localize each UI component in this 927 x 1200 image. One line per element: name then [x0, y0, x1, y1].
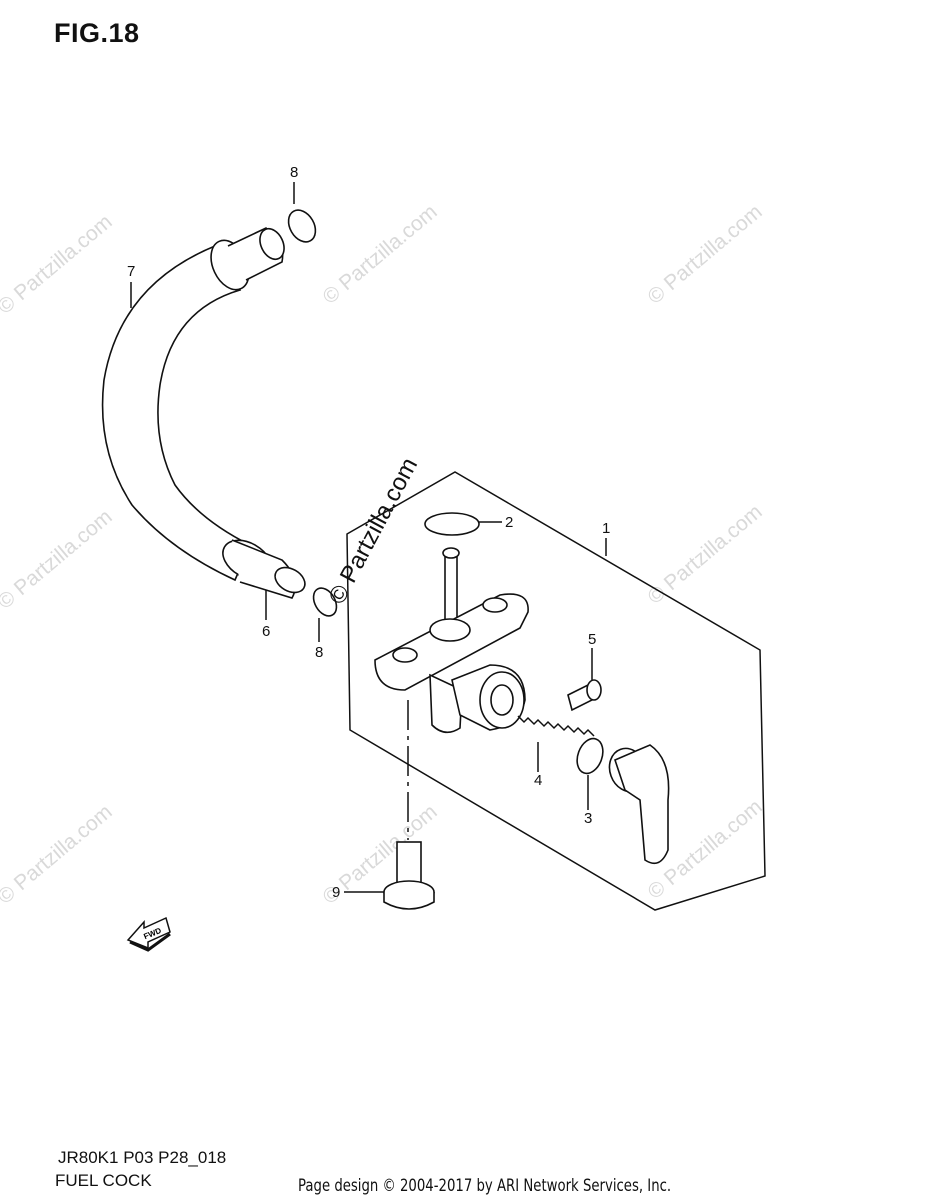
callout-2: 2 — [505, 514, 513, 531]
leader-lines — [130, 182, 607, 893]
footer-copyright: Page design © 2004-2017 by ARI Network S… — [298, 1176, 672, 1196]
screw-part — [567, 679, 602, 712]
fuel-cock-body-part — [374, 593, 529, 734]
fwd-arrow-icon: FWD — [126, 916, 171, 952]
callout-8-upper: 8 — [290, 164, 298, 181]
callout-3: 3 — [584, 810, 592, 827]
watermark: © Partzilla.com — [318, 200, 441, 309]
lever-part — [608, 744, 670, 865]
figure-caption: FUEL COCK — [55, 1171, 152, 1190]
model-code: JR80K1 P03 P28_018 — [58, 1148, 227, 1167]
callout-5: 5 — [588, 631, 596, 648]
callout-8-lower: 8 — [315, 644, 323, 661]
fuel-hose-part — [101, 227, 306, 599]
callout-9: 9 — [332, 884, 340, 901]
watermark: © Partzilla.com — [0, 800, 117, 909]
washer-part — [576, 737, 604, 775]
o-ring-part — [424, 512, 480, 536]
figure-title: FIG.18 — [54, 18, 140, 48]
assembly-outline — [346, 471, 766, 911]
hose-clamp-part — [287, 209, 338, 617]
callout-4: 4 — [534, 772, 542, 789]
watermark: © Partzilla.com — [0, 210, 117, 319]
callout-7: 7 — [127, 263, 135, 280]
watermark-main: © Partzilla.com — [323, 453, 423, 608]
watermark: © Partzilla.com — [0, 505, 117, 614]
parts-diagram: © Partzilla.com © Partzilla.com © Partzi… — [0, 164, 767, 952]
spring-part — [517, 715, 595, 737]
callout-1: 1 — [602, 520, 610, 537]
filter-part — [442, 547, 460, 624]
watermark: © Partzilla.com — [643, 200, 766, 309]
callout-6: 6 — [262, 623, 270, 640]
